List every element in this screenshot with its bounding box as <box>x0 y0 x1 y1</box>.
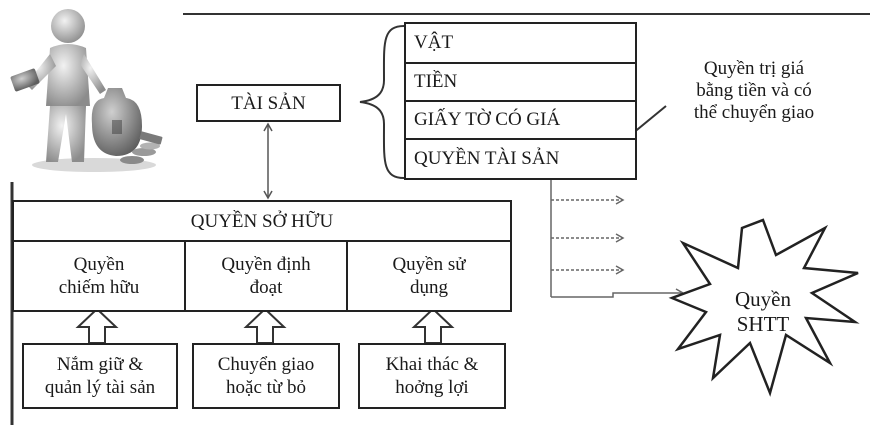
note-line: bằng tiền và có <box>696 80 812 101</box>
action-line: hoởng lợi <box>395 377 469 398</box>
action-box: Khai thác & hoởng lợi <box>358 343 506 409</box>
up-arrow-1 <box>75 307 119 344</box>
asset-type-label: TIỀN <box>414 71 458 92</box>
right-line: Quyền sử <box>392 254 466 275</box>
ownership-box: QUYỀN SỞ HỮU Quyền chiếm hữu Quyền định … <box>12 200 512 312</box>
right-line: chiếm hữu <box>58 277 140 298</box>
note-line: Quyền trị giá <box>703 58 805 79</box>
ownership-right: Quyền định đoạt <box>184 242 348 310</box>
asset-label: TÀI SẢN <box>231 92 306 114</box>
right-line: Quyền <box>73 254 125 275</box>
action-line: quản lý tài sản <box>44 377 156 398</box>
property-right-note: Quyền trị giá bằng tiền và có thể chuyển… <box>664 58 844 124</box>
asset-type-item: TIỀN <box>406 64 635 102</box>
asset-types-box: VẬT TIỀN GIẤY TỜ CÓ GIÁ QUYỀN TÀI SẢN <box>404 22 637 180</box>
asset-type-item: VẬT <box>406 24 635 64</box>
up-arrow-2 <box>243 307 287 344</box>
businessman-illustration <box>4 2 172 174</box>
double-arrow <box>263 122 273 200</box>
action-box: Chuyển giao hoặc từ bỏ <box>192 343 340 409</box>
asset-type-item: GIẤY TỜ CÓ GIÁ <box>406 102 635 140</box>
action-line: hoặc từ bỏ <box>226 377 306 398</box>
up-arrows <box>75 307 455 344</box>
asset-type-item: QUYỀN TÀI SẢN <box>406 140 635 178</box>
right-line: đoạt <box>249 277 283 298</box>
right-line: dụng <box>410 277 448 298</box>
starburst-shape <box>668 218 860 397</box>
note-line: thể chuyển giao <box>693 102 815 123</box>
ownership-right: Quyền chiếm hữu <box>14 242 184 310</box>
ip-right-label: Quyền SHTT <box>720 284 806 340</box>
asset-type-label: GIẤY TỜ CÓ GIÁ <box>414 109 561 130</box>
ip-line: Quyền <box>735 287 791 311</box>
ownership-right: Quyền sử dụng <box>348 242 510 310</box>
right-line: Quyền định <box>221 254 311 275</box>
action-line: Chuyển giao <box>217 354 315 375</box>
businessman-with-money-bag-icon <box>10 9 163 172</box>
brace <box>359 25 405 179</box>
ownership-title: QUYỀN SỞ HỮU <box>14 202 510 242</box>
asset-box: TÀI SẢN <box>196 84 341 122</box>
asset-type-label: VẬT <box>414 32 454 53</box>
ip-connectors <box>550 180 685 298</box>
action-line: Nắm giữ & <box>56 354 144 375</box>
up-arrow-3 <box>411 307 455 344</box>
action-line: Khai thác & <box>385 354 479 375</box>
action-box: Nắm giữ & quản lý tài sản <box>22 343 178 409</box>
asset-type-label: QUYỀN TÀI SẢN <box>414 148 560 169</box>
ip-line: SHTT <box>736 312 790 336</box>
